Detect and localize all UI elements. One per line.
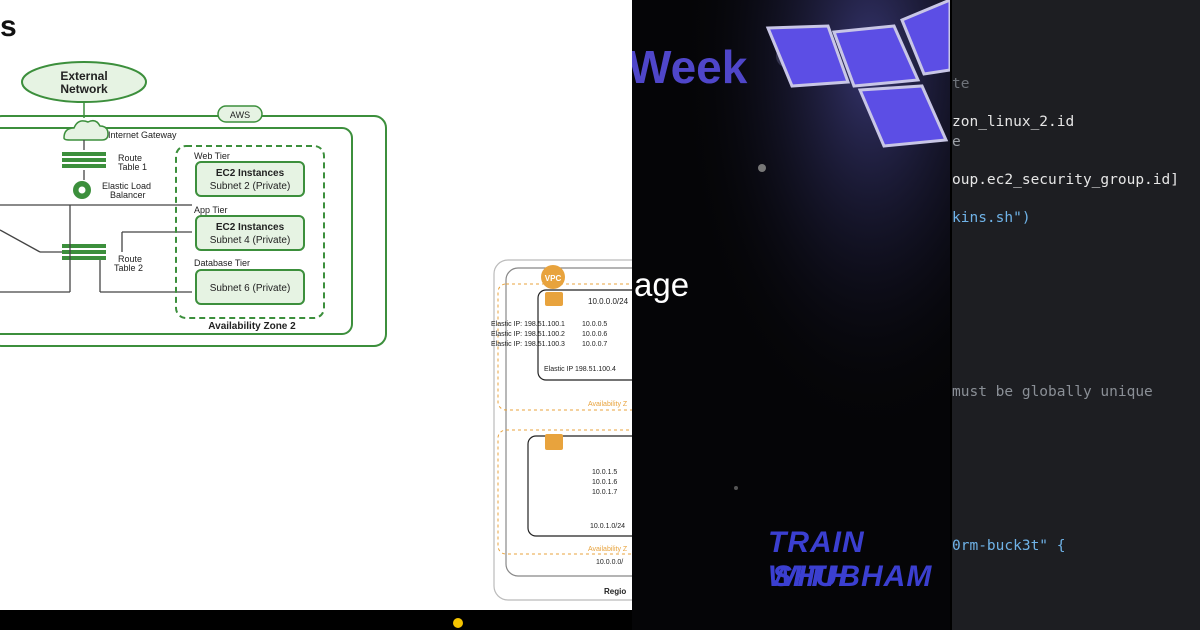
terraform-logo-icon xyxy=(765,0,950,148)
private-ip-bottom-1: 10.0.1.5 xyxy=(592,469,617,476)
code-line-3: e xyxy=(952,134,961,150)
private-ip-bottom-2: 10.0.1.6 xyxy=(592,479,617,486)
slide-panel: s External Network AWS Internet Gateway … xyxy=(0,0,632,610)
code-line-2: zon_linux_2.id xyxy=(952,114,1074,130)
route-table-2-label-1: Route xyxy=(118,254,142,264)
code-text: e xyxy=(952,134,961,150)
lock-icon xyxy=(545,292,563,306)
route-table-2-label-2: Table 2 xyxy=(114,263,143,273)
aws-cloud-boundary xyxy=(0,115,387,347)
elb-label-2: Balancer xyxy=(110,190,146,200)
video-subtitle: age xyxy=(634,266,690,303)
code-text: kins.sh") xyxy=(952,210,1031,226)
az-label-1: Availability Z xyxy=(588,401,628,408)
box2-line1: EC2 Instances xyxy=(216,222,285,233)
az-1-boundary xyxy=(497,283,632,411)
box3-line: Subnet 6 (Private) xyxy=(210,283,291,294)
connector-arrows xyxy=(0,140,192,293)
aws-badge xyxy=(217,105,263,123)
elastic-ip-3: Elastic IP: 198.51.100.3 xyxy=(491,341,565,348)
subnet-6-box xyxy=(195,269,305,305)
box1-line1: EC2 Instances xyxy=(216,168,285,179)
code-line-4: oup.ec2_security_group.id] xyxy=(952,172,1179,188)
elb-label-1: Elastic Load xyxy=(102,181,151,191)
box2-line2: Subnet 4 (Private) xyxy=(210,235,291,246)
cidr-vpc: 10.0.0.0/ xyxy=(596,559,623,566)
database-tier-label: Database Tier xyxy=(194,258,250,268)
subnet-top-box xyxy=(537,289,632,381)
code-line-6: must be globally unique xyxy=(952,384,1153,400)
cidr-top: 10.0.0.0/24 xyxy=(588,297,629,306)
architecture-diagram: External Network AWS Internet Gateway Ro… xyxy=(0,61,632,601)
subnet-bottom-box xyxy=(527,435,632,537)
region-label: Regio xyxy=(604,587,626,596)
private-ip-top-3: 10.0.0.7 xyxy=(582,341,607,348)
vpc-icon xyxy=(541,265,565,289)
web-tier-label: Web Tier xyxy=(194,151,230,161)
lock-icon-2 xyxy=(545,434,563,450)
vpc-boundary-2 xyxy=(505,267,632,577)
az-label-2: Availability Z xyxy=(588,546,628,553)
code-line-7: 0rm-buck3t" { xyxy=(952,538,1066,554)
cidr-bottom: 10.0.1.0/24 xyxy=(590,523,625,530)
vpc-diagram: VPC 10.0.0.0/24 Elastic IP: 198.51.100.1… xyxy=(491,259,632,601)
star xyxy=(758,164,766,172)
vpc-label: VPC xyxy=(545,274,562,283)
route-table-1-label-2: Table 1 xyxy=(118,162,147,172)
external-network-label-1: External xyxy=(60,69,107,83)
app-tier-label: App Tier xyxy=(194,205,228,215)
route-table-2-icon xyxy=(62,244,106,248)
az-2-boundary xyxy=(497,429,632,555)
region-boundary xyxy=(493,259,632,601)
internet-gateway-label: Internet Gateway xyxy=(108,130,177,140)
box1-line2: Subnet 2 (Private) xyxy=(210,181,291,192)
code-text: must be globally unique xyxy=(952,384,1153,400)
star xyxy=(734,486,738,490)
code-text: zon_linux_2.id xyxy=(952,114,1075,130)
ec2-subnet-4-box xyxy=(195,215,305,251)
aws-label: AWS xyxy=(230,110,250,120)
ec2-subnet-2-box xyxy=(195,161,305,197)
code-text: 0rm-buck3t" { xyxy=(952,538,1066,554)
private-ip-bottom-3: 10.0.1.7 xyxy=(592,489,617,496)
slide-title: s xyxy=(0,10,17,43)
vpc-boundary xyxy=(0,127,353,335)
elastic-ip-2: Elastic IP: 198.51.100.2 xyxy=(491,331,565,338)
availability-zone-2-boundary xyxy=(175,145,325,319)
code-editor: te zon_linux_2.id e oup.ec2_security_gro… xyxy=(952,0,1200,630)
code-text: oup.ec2_security_group.id] xyxy=(952,172,1179,188)
video-panel: Week age TRAIN WITH SHUBHAM xyxy=(632,0,950,630)
private-ip-top-1: 10.0.0.5 xyxy=(582,321,607,328)
external-network-label-2: Network xyxy=(60,82,108,96)
code-line-5: kins.sh") xyxy=(952,210,1031,226)
code-text: te xyxy=(952,76,970,92)
elastic-ip-4: Elastic IP 198.51.100.4 xyxy=(544,366,616,373)
video-title: Week xyxy=(632,41,748,93)
route-table-1-icon xyxy=(62,152,106,156)
logo-line-2: SHUBHAM xyxy=(772,560,933,593)
elastic-ip-1: Elastic IP: 198.51.100.1 xyxy=(491,321,565,328)
logo-line-1: TRAIN WITH xyxy=(768,526,865,593)
route-table-1-label-1: Route xyxy=(118,153,142,163)
internet-gateway-icon xyxy=(63,119,109,141)
space-background xyxy=(632,0,950,630)
private-ip-top-2: 10.0.0.6 xyxy=(582,331,607,338)
pointer-dot xyxy=(453,618,463,628)
az2-label: Availability Zone 2 xyxy=(208,321,296,332)
code-line-1: te xyxy=(952,76,969,92)
slide-progress-bar xyxy=(0,610,632,630)
